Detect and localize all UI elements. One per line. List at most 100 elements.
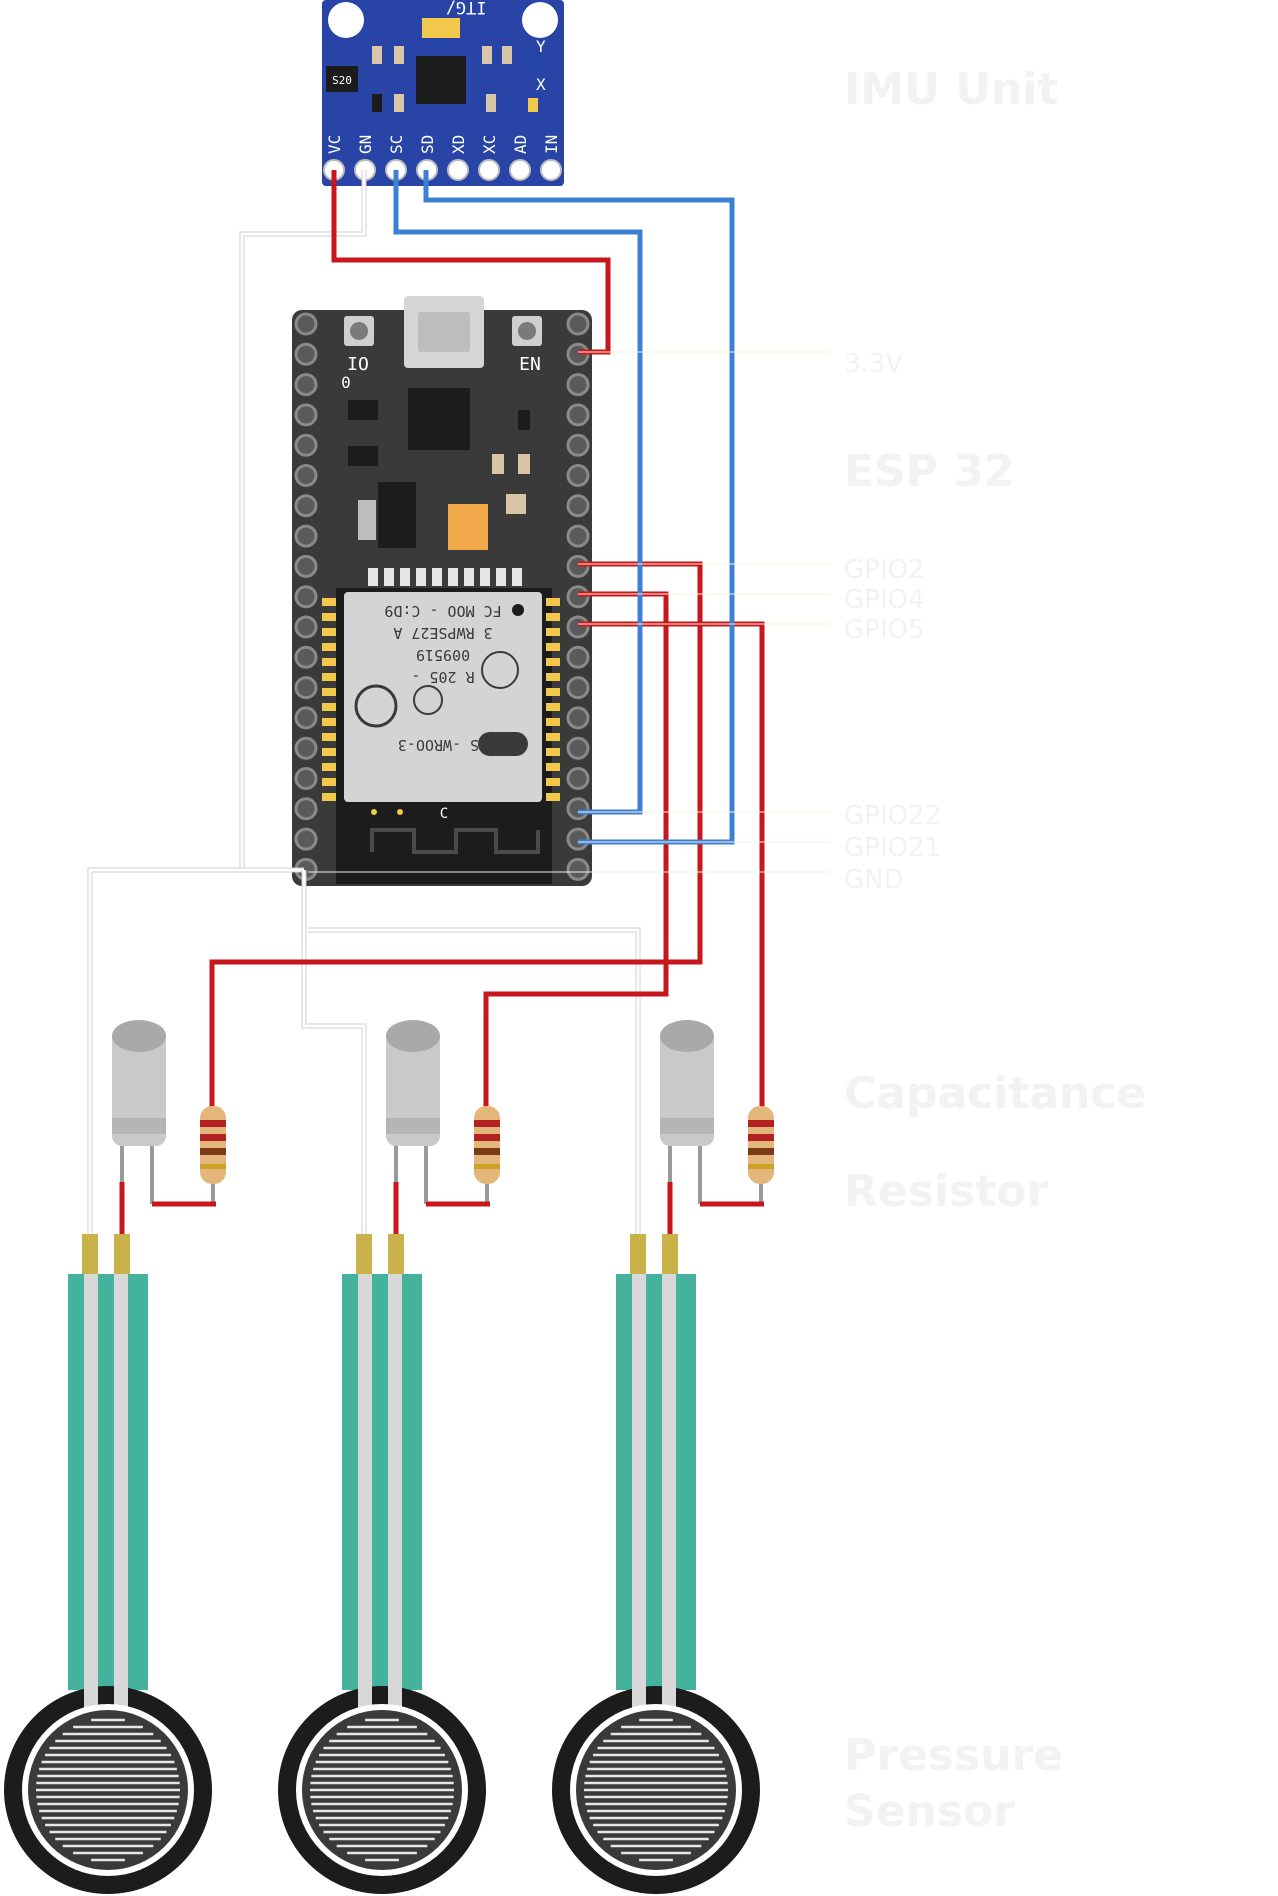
esp-header-pin[interactable] bbox=[294, 373, 318, 397]
pressure-sensor bbox=[278, 1234, 486, 1894]
esp-header-pin[interactable] bbox=[566, 312, 590, 336]
wroom-module-text: ES -WROO-3 bbox=[398, 736, 488, 754]
imu-chip bbox=[416, 56, 466, 104]
wire-ground-fsr2 bbox=[301, 870, 367, 1238]
esp-header-pin[interactable] bbox=[294, 524, 318, 548]
imu-pin-label: IN bbox=[542, 135, 561, 154]
labels: IMU Unit 3.3V ESP 32 GPIO2 GPIO4 GPIO5 G… bbox=[308, 64, 1146, 1837]
resistor bbox=[200, 1106, 226, 1204]
capacitor bbox=[386, 1020, 440, 1204]
wroom-module-text: R 205 - bbox=[411, 668, 474, 686]
antenna-label: C bbox=[440, 806, 448, 822]
esp-header-pin[interactable] bbox=[294, 494, 318, 518]
fcc-mark-icon bbox=[481, 651, 519, 689]
wroom-module-text: FC MOO - C:D9 bbox=[384, 602, 501, 620]
voltage-regulator bbox=[378, 482, 416, 548]
imu-pin[interactable] bbox=[509, 159, 531, 181]
esp-header-pin[interactable] bbox=[294, 403, 318, 427]
enable-button-label: EN bbox=[519, 354, 541, 375]
imu-pin-label: XD bbox=[449, 135, 468, 154]
label-capacitance: Capacitance bbox=[844, 1068, 1146, 1119]
imu-pin[interactable] bbox=[478, 159, 500, 181]
esp-header-pin[interactable] bbox=[566, 857, 590, 881]
label-sensor: Sensor bbox=[844, 1786, 1015, 1837]
label-pressure: Pressure bbox=[844, 1730, 1063, 1781]
capacitor bbox=[112, 1020, 166, 1204]
boot-button-label: IO bbox=[347, 354, 369, 375]
esp-header-pin[interactable] bbox=[566, 645, 590, 669]
tantalum-capacitor bbox=[448, 504, 488, 550]
imu-axis-y: Y bbox=[536, 37, 546, 56]
esp-header-pin[interactable] bbox=[566, 494, 590, 518]
imu-regulator-label: S20 bbox=[332, 74, 352, 87]
imu-chip-name: ITG/ bbox=[446, 0, 487, 17]
mount-hole bbox=[328, 2, 364, 38]
esp-header-pin[interactable] bbox=[294, 433, 318, 457]
imu-pin-label: VC bbox=[325, 135, 344, 154]
esp-header-pin[interactable] bbox=[294, 645, 318, 669]
imu-axis-x: X bbox=[536, 75, 546, 94]
esp-header-pin[interactable] bbox=[294, 827, 318, 851]
boot-button-sublabel: 0 bbox=[341, 373, 351, 392]
esp-header-pin[interactable] bbox=[294, 342, 318, 366]
wroom-module-text: 009519 bbox=[416, 646, 470, 664]
imu-pin-label: SD bbox=[418, 135, 437, 154]
imu-board: ITG/ S20 Y X VC GN SC SD XD XC AD IN bbox=[322, 0, 564, 186]
esp-header-pin[interactable] bbox=[566, 373, 590, 397]
esp-header-pin[interactable] bbox=[294, 676, 318, 700]
esp-header-pin[interactable] bbox=[294, 554, 318, 578]
esp-header-pin[interactable] bbox=[294, 706, 318, 730]
imu-pin[interactable] bbox=[540, 159, 562, 181]
pressure-sensor bbox=[552, 1234, 760, 1894]
resistor bbox=[474, 1106, 500, 1204]
esp-header-pin[interactable] bbox=[566, 524, 590, 548]
esp32-board: IO 0 EN FC MOO - C:D9 3 RWPSE27 A 009519 R … bbox=[292, 296, 592, 886]
imu-pin-label: XC bbox=[480, 135, 499, 154]
label-gpio-a: GPIO2 bbox=[844, 555, 925, 585]
wire-ground-fsr3 bbox=[308, 927, 641, 1238]
mount-hole bbox=[522, 2, 558, 38]
sensor-channel bbox=[278, 1020, 500, 1894]
esp-header-pin[interactable] bbox=[566, 403, 590, 427]
esp-header-pin[interactable] bbox=[566, 585, 590, 609]
imu-crystal bbox=[422, 18, 460, 38]
label-gnd: GND bbox=[844, 865, 904, 895]
imu-pin[interactable] bbox=[447, 159, 469, 181]
label-gpio21: GPIO21 bbox=[844, 833, 941, 863]
label-3v3: 3.3V bbox=[844, 349, 903, 379]
label-gpio22: GPIO22 bbox=[844, 801, 941, 831]
esp-header-pin[interactable] bbox=[566, 615, 590, 639]
esp-header-pin[interactable] bbox=[566, 433, 590, 457]
esp-header-pin[interactable] bbox=[294, 615, 318, 639]
imu-pin-label: SC bbox=[387, 135, 406, 154]
usb-uart-chip bbox=[408, 388, 470, 450]
esp-header-pin[interactable] bbox=[566, 736, 590, 760]
label-esp32: ESP 32 bbox=[844, 446, 1015, 497]
esp-header-pin[interactable] bbox=[566, 797, 590, 821]
esp-header-pin[interactable] bbox=[566, 676, 590, 700]
esp-header-pin[interactable] bbox=[566, 706, 590, 730]
sensor-channels bbox=[4, 1020, 774, 1894]
label-gpio-b: GPIO4 bbox=[844, 585, 925, 615]
sensor-channel bbox=[552, 1020, 774, 1894]
esp-header-pin[interactable] bbox=[566, 827, 590, 851]
esp-header-pin[interactable] bbox=[294, 464, 318, 487]
imu-pin-label: AD bbox=[511, 135, 530, 154]
espressif-logo-icon bbox=[354, 684, 398, 728]
wroom-module-text: 3 RWPSE27 A bbox=[393, 624, 492, 642]
esp-header-pin[interactable] bbox=[566, 767, 590, 790]
capacitor bbox=[660, 1020, 714, 1204]
label-gpio-c: GPIO5 bbox=[844, 615, 925, 645]
resistor bbox=[748, 1106, 774, 1204]
imu-pin-label: GN bbox=[356, 135, 375, 154]
esp-header-pin[interactable] bbox=[294, 312, 318, 336]
esp-header-pin[interactable] bbox=[294, 767, 318, 790]
pressure-sensor bbox=[4, 1234, 212, 1894]
label-resistor: Resistor bbox=[844, 1166, 1048, 1217]
esp-header-pin[interactable] bbox=[294, 736, 318, 760]
wifi-logo-icon bbox=[478, 732, 528, 756]
esp-header-pin[interactable] bbox=[566, 464, 590, 487]
esp-header-pin[interactable] bbox=[294, 585, 318, 609]
esp-header-pin[interactable] bbox=[294, 797, 318, 821]
